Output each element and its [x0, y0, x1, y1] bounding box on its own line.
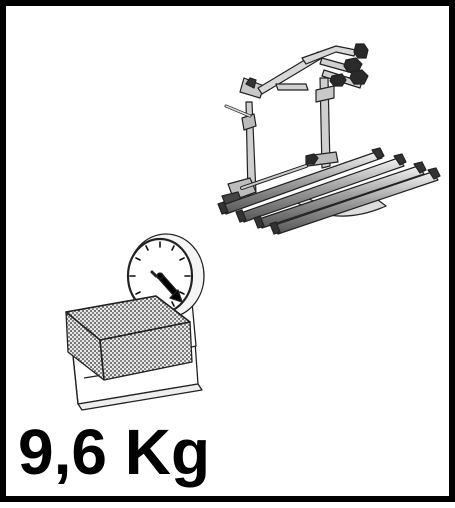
weight-value: 9,6 Kg — [18, 416, 211, 488]
bike-carrier-rack-icon — [217, 43, 441, 235]
weighing-scale-icon — [65, 233, 205, 411]
